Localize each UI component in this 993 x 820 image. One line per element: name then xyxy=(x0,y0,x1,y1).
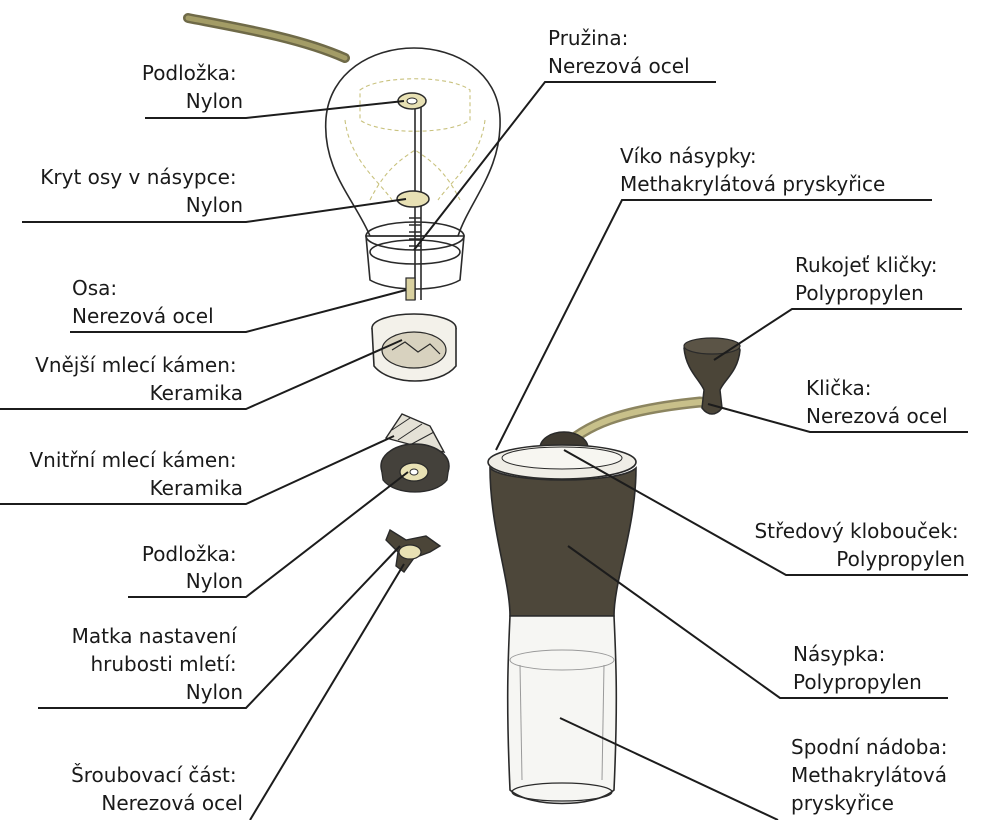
label-viko: Víko násypky: Methakrylátová pryskyřice xyxy=(620,144,885,196)
label-klicka: Klička: Nerezová ocel xyxy=(806,376,948,428)
shaft-part xyxy=(406,278,415,300)
label-pruzina: Pružina: Nerezová ocel xyxy=(548,26,690,78)
label-nasypka: Násypka: Polypropylen xyxy=(793,642,922,694)
label-osa: Osa: Nerezová ocel xyxy=(72,276,214,328)
label-spodni: Spodní nádoba: Methakrylátová pryskyřice xyxy=(791,735,954,815)
label-podlozka-top: Podložka: Nylon xyxy=(142,61,243,113)
label-stredovy: Středový klobouček: Polypropylen xyxy=(754,519,965,571)
label-rukojet: Rukojeť kličky: Polypropylen xyxy=(795,253,944,305)
hopper-lid-part xyxy=(488,445,636,479)
label-vnejsi-kamen: Vnější mlecí kámen: Keramika xyxy=(35,353,243,405)
inner-burr-part xyxy=(381,414,449,492)
label-kryt-osy: Kryt osy v násypce: Nylon xyxy=(40,165,243,217)
lower-container-part xyxy=(508,616,617,804)
leader-sroubovaci xyxy=(250,564,404,820)
crank-handle-part xyxy=(560,338,740,450)
label-vnitrni-kamen: Vnitřní mlecí kámen: Keramika xyxy=(29,448,243,500)
hopper-body-part xyxy=(490,468,636,616)
label-sroubovaci: Šroubovací část: Nerezová ocel xyxy=(71,763,243,815)
label-podlozka-bottom: Podložka: Nylon xyxy=(142,542,243,593)
leader-rukojet xyxy=(714,309,962,360)
label-matka: Matka nastavení hrubosti mletí: Nylon xyxy=(72,624,243,704)
leader-podlozka-top xyxy=(145,101,404,118)
